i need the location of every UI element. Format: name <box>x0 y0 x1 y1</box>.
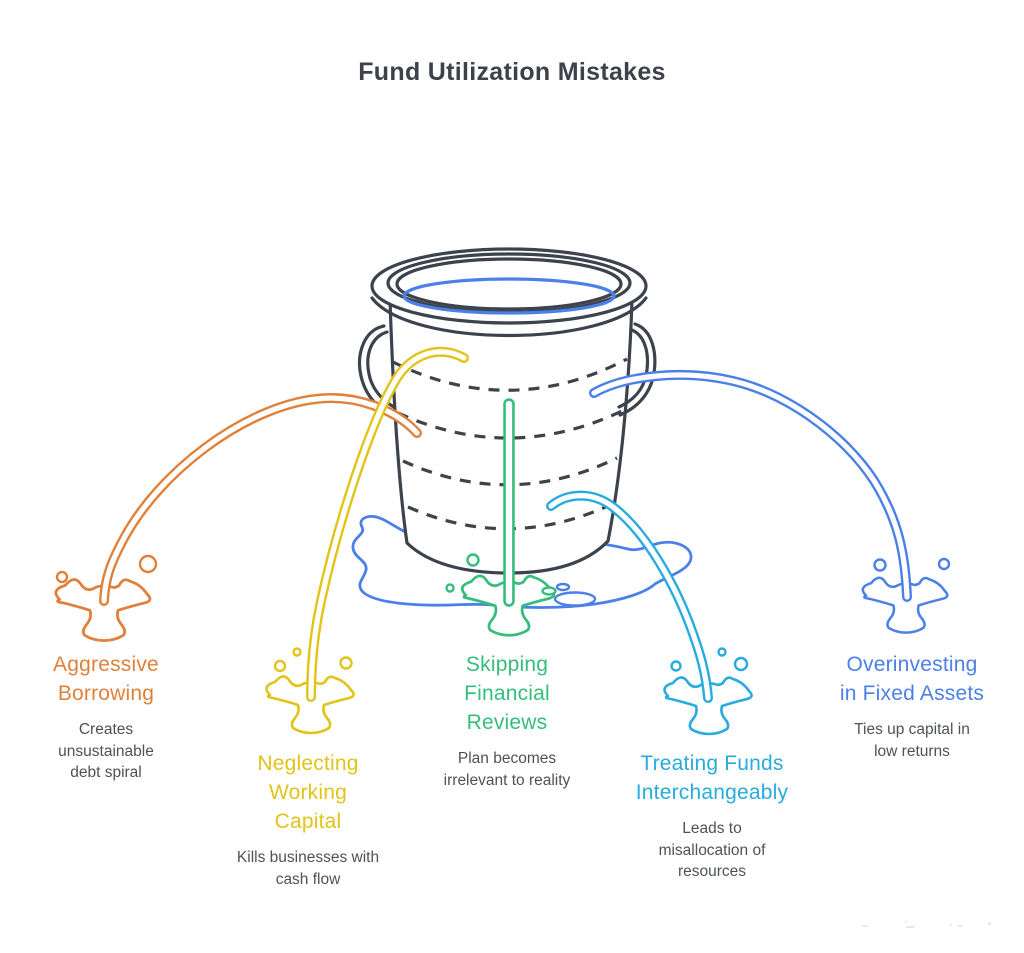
bucket-rim <box>370 247 648 338</box>
orange-droplet <box>55 570 69 584</box>
green-bubble <box>445 583 455 593</box>
blue-droplet <box>873 558 887 572</box>
green-droplet <box>541 586 557 596</box>
stream-overinvesting-fixed-assets <box>589 370 951 634</box>
mistake-title: Aggressive Borrowing <box>53 653 159 705</box>
mistake-description: Ties up capital in low returns <box>854 721 970 760</box>
mistake-description: Leads to misallocation of resources <box>658 820 766 880</box>
green-bubble <box>466 553 480 567</box>
watermark-marks <box>862 921 991 928</box>
mistake-title: Overinvesting in Fixed Assets <box>839 653 985 705</box>
mistake-title: Skipping Financial Reviews <box>464 653 550 734</box>
water-level-dash-1 <box>392 357 628 392</box>
cyan-droplet <box>670 660 682 672</box>
cyan-droplet <box>733 656 749 672</box>
stream-skipping-financial-reviews <box>445 398 557 637</box>
page-title: Fund Utilization Mistakes <box>358 58 666 86</box>
mistake-description: Kills businesses with cash flow <box>236 849 380 888</box>
water-surface <box>402 277 616 315</box>
stream-treating-funds-interchangeably <box>546 490 753 736</box>
mistake-skipping-financial-reviews: Skipping Financial Reviews Plan becomes … <box>427 650 587 791</box>
mistake-overinvesting-fixed-assets: Overinvesting in Fixed Assets Ties up ca… <box>836 650 988 762</box>
mistake-aggressive-borrowing: Aggressive Borrowing Creates unsustainab… <box>21 650 191 784</box>
blue-droplet <box>937 557 951 571</box>
cyan-droplet <box>717 647 727 657</box>
mistake-title: Neglecting Working Capital <box>257 752 359 833</box>
puddle-droplets <box>553 582 597 607</box>
stream-neglecting-working-capital <box>265 346 469 735</box>
mistake-description: Plan becomes irrelevant to reality <box>443 750 571 789</box>
yellow-droplet <box>339 656 353 670</box>
stream-aggressive-borrowing <box>54 393 422 643</box>
yellow-droplet <box>273 659 287 673</box>
mistake-neglecting-working-capital: Neglecting Working Capital Kills busines… <box>221 749 396 890</box>
orange-droplet <box>138 554 158 574</box>
yellow-droplet <box>292 647 302 657</box>
mistake-title: Treating Funds Interchangeably <box>635 752 789 804</box>
mistake-treating-funds-interchangeably: Treating Funds Interchangeably Leads to … <box>612 749 812 883</box>
water-level-dash-2 <box>397 409 623 440</box>
mistake-description: Creates unsustainable debt spiral <box>58 721 154 781</box>
